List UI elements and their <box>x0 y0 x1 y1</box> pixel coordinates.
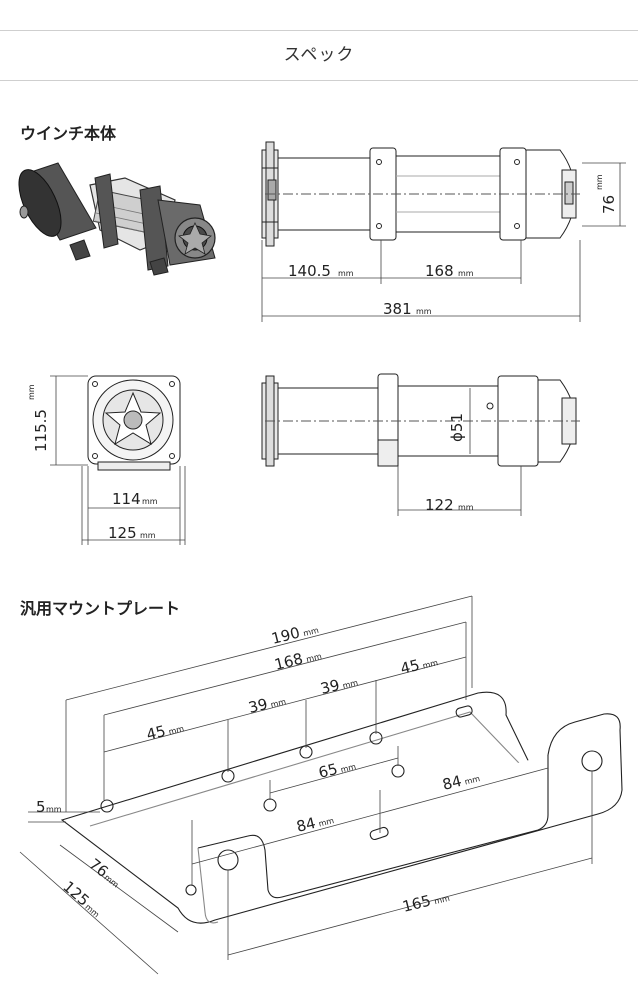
dim-115-5: 115.5 <box>32 409 50 452</box>
unit-label: mm <box>458 269 474 278</box>
winch-side-view-top <box>261 141 580 247</box>
dim-381: 381 <box>383 300 412 318</box>
winch-front-view <box>87 375 181 471</box>
plate-dimension-lines <box>19 595 593 975</box>
dim-39-right: 39 <box>319 676 342 698</box>
unit-label: mm <box>168 724 186 737</box>
unit-label: mm <box>270 697 288 710</box>
dim-140-5: 140.5 <box>288 262 331 280</box>
unit-label: mm <box>302 626 320 639</box>
unit-label: mm <box>140 531 156 540</box>
unit-label: mm <box>305 652 323 665</box>
section-title-plate: 汎用マウントプレート <box>20 599 181 618</box>
dim-65: 65 <box>317 760 340 782</box>
dim-168-plate: 168 <box>273 649 305 673</box>
unit-label: mm <box>318 816 336 829</box>
unit-label: mm <box>103 873 121 890</box>
unit-label: mm <box>595 174 604 190</box>
winch-3d-illustration <box>18 162 216 276</box>
dim-84-right: 84 <box>441 772 464 794</box>
unit-label: mm <box>433 894 451 907</box>
plate-dimension-labels: 190 mm 168 mm 45 mm 39 mm 39 mm 45 mm 65… <box>36 623 482 919</box>
top-rule <box>0 30 638 31</box>
header-rule <box>0 80 638 81</box>
winch-side-view-bottom <box>261 373 580 467</box>
dim-39-left: 39 <box>247 695 270 717</box>
dim-125-winch: 125 <box>108 524 137 542</box>
dim-190: 190 <box>270 623 302 647</box>
winch-dimension-lines <box>50 162 626 545</box>
unit-label: mm <box>46 805 62 814</box>
dim-45-left: 45 <box>145 722 168 744</box>
page-title: スペック <box>283 45 355 65</box>
dim-phi51: ϕ51 <box>448 413 466 442</box>
unit-label: mm <box>464 774 482 787</box>
dim-168-winch: 168 <box>425 262 454 280</box>
unit-label: mm <box>83 902 101 919</box>
dim-45-right: 45 <box>399 656 422 678</box>
unit-label: mm <box>142 497 158 506</box>
dim-114: 114 <box>112 490 141 508</box>
section-title-winch: ウインチ本体 <box>20 124 117 143</box>
unit-label: mm <box>340 762 358 775</box>
dim-165: 165 <box>401 891 433 915</box>
unit-label: mm <box>27 384 36 400</box>
dim-5: 5 <box>36 798 46 816</box>
unit-label: mm <box>416 307 432 316</box>
unit-label: mm <box>458 503 474 512</box>
unit-label: mm <box>422 658 440 671</box>
dim-84-left: 84 <box>295 814 318 836</box>
dim-76-winch: 76 <box>600 195 618 214</box>
winch-dimension-labels: 140.5 mm 168 mm 381 mm 76 mm 115.5 mm 11… <box>27 174 618 542</box>
dim-122: 122 <box>425 496 454 514</box>
unit-label: mm <box>342 678 360 691</box>
unit-label: mm <box>338 269 354 278</box>
